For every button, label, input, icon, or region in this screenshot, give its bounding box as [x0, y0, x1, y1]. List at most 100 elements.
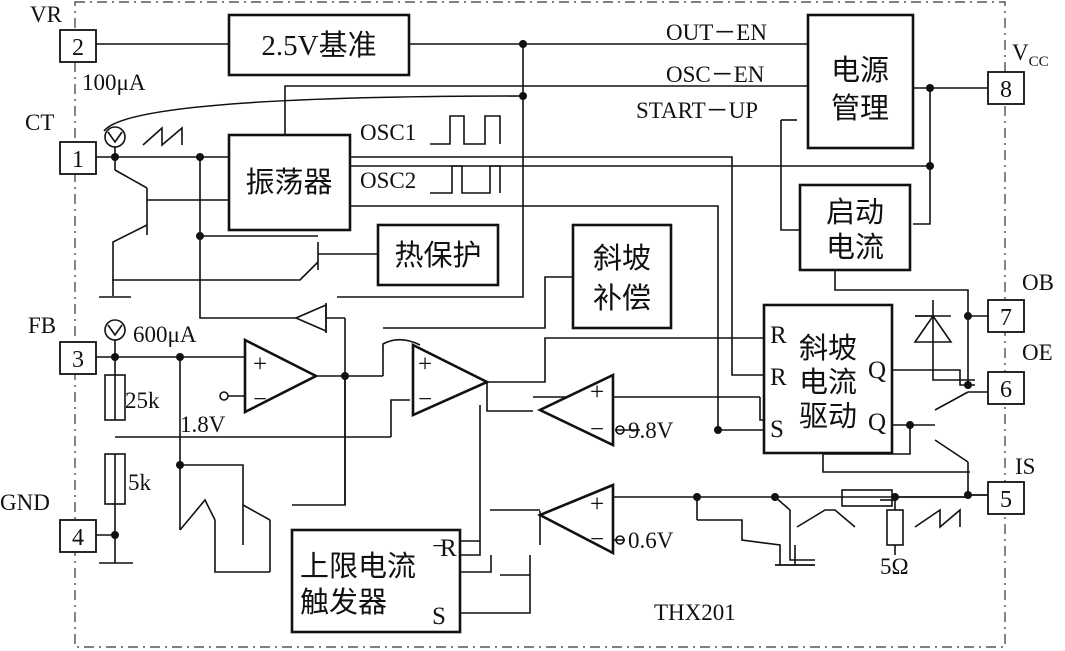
block-2-5v-reference-label: 2.5V基准: [261, 29, 376, 62]
label-600ua: 600μA: [133, 322, 197, 347]
pin-6-name: OE: [1022, 340, 1053, 365]
pin-7: 7: [987, 299, 1025, 333]
junctions: [111, 40, 972, 539]
block-power-management-line2: 管理: [831, 92, 889, 125]
block-slope-compensation-line2: 补偿: [593, 282, 651, 315]
comparator-1-8v: [243, 337, 319, 415]
label-0-6v: 0.6V: [628, 528, 674, 553]
label-1-8v: 1.8V: [180, 412, 226, 437]
pin-3-name: FB: [28, 313, 56, 338]
signal-osc2: OSC2: [360, 168, 416, 193]
pin-8: 8: [987, 71, 1025, 105]
pin-7-name: OB: [1022, 270, 1054, 295]
signal-osc-en: OSC－EN: [666, 62, 765, 87]
driver-port-q2: Q: [868, 409, 886, 436]
pin-8-name: VCC: [1012, 40, 1049, 70]
block-2-5v-reference: [227, 13, 411, 77]
pin-4: 4: [59, 519, 97, 553]
label-25k: 25k: [125, 388, 160, 413]
block-overcurrent-flipflop: [290, 528, 462, 634]
block-power-management-line1: 电源: [831, 54, 889, 87]
signal-osc1: OSC1: [360, 120, 416, 145]
cmp2-minus: −: [418, 386, 432, 413]
comparator-9-8v: [536, 372, 615, 448]
ref-1-8v-terminal: [219, 391, 229, 401]
signal-out-en: OUT－EN: [666, 20, 767, 45]
block-driver-line2: 电流: [799, 366, 857, 399]
block-slope-compensation: [571, 223, 673, 330]
block-oscillator: [227, 133, 352, 232]
label-100ua: 100μA: [82, 70, 146, 95]
cmp4-minus: −: [590, 526, 604, 553]
resistor-5k: [104, 453, 126, 505]
cmp3-plus: +: [590, 379, 604, 406]
ocp-port-r: R: [440, 535, 457, 562]
pin-8-name-main: V: [1012, 40, 1029, 65]
comparator-0-6v: [536, 483, 615, 556]
pin-1-name: CT: [25, 110, 54, 135]
ct-ramp-waveform: [142, 126, 183, 147]
resistor-5ohm: [886, 509, 904, 546]
cmp3-minus: −: [590, 416, 604, 443]
ref-9-8v-terminal: [615, 425, 625, 435]
pin-5-name: IS: [1015, 454, 1035, 479]
pin-4-name: GND: [0, 490, 50, 515]
cmp1-plus: +: [253, 351, 267, 378]
pin-6: 6: [987, 371, 1025, 405]
svg-text:2: 2: [72, 35, 84, 61]
block-slope-current-driver: [762, 303, 894, 455]
cmp4-plus: +: [590, 491, 604, 518]
block-slope-compensation-line1: 斜坡: [593, 242, 651, 275]
pin-1: 1: [59, 141, 97, 175]
block-ocp-line1: 上限电流: [300, 550, 416, 583]
label-5k: 5k: [128, 470, 152, 495]
driver-port-r1: R: [770, 322, 787, 349]
driver-port-s: S: [770, 416, 784, 443]
ref-0-6v-terminal: [615, 535, 625, 545]
block-driver-line3: 驱动: [799, 401, 857, 433]
current-source-600ua: [104, 319, 126, 341]
pin-3: 3: [59, 341, 97, 375]
block-thermal-protection-label: 热保护: [394, 239, 481, 272]
block-thermal-protection: [376, 223, 500, 287]
current-source-100ua: [104, 126, 126, 148]
cmp2-plus: +: [418, 351, 432, 378]
current-ramp-1: [796, 509, 856, 528]
resistor-25k: [104, 374, 126, 421]
svg-text:3: 3: [72, 347, 84, 373]
ob-diode: [913, 314, 953, 343]
comparator-pwm: [411, 342, 491, 418]
block-ocp-line2: 触发器: [300, 586, 387, 619]
resistor-series: [841, 489, 893, 507]
svg-text:8: 8: [1000, 77, 1012, 103]
ocp-port-r-overline: −: [432, 533, 446, 560]
label-9-8v: 9.8V: [628, 418, 674, 443]
svg-text:4: 4: [72, 525, 84, 551]
pin-5: 5: [987, 481, 1025, 515]
svg-text:1: 1: [72, 147, 84, 173]
pin-8-name-sub: CC: [1029, 54, 1049, 70]
block-startup-current-line2: 电流: [826, 231, 884, 264]
svg-text:6: 6: [1000, 377, 1012, 403]
driver-port-r2: R: [770, 364, 787, 391]
block-startup-current: [798, 183, 912, 272]
pin-2: 2: [59, 29, 97, 63]
svg-text:7: 7: [1000, 305, 1012, 331]
driver-port-q1: Q: [868, 357, 886, 384]
ocp-port-s: S: [432, 603, 446, 630]
block-driver-line1: 斜坡: [799, 332, 857, 365]
block-startup-current-line1: 启动: [826, 196, 884, 229]
osc2-pulse-waveform: [430, 165, 501, 194]
pin-2-name: VR: [30, 2, 63, 27]
cmp1-minus: −: [253, 386, 267, 413]
svg-text:5: 5: [1000, 487, 1012, 513]
signal-start-up: START－UP: [636, 98, 758, 123]
ground-symbol: [775, 545, 815, 566]
chip-name: THX201: [654, 600, 736, 625]
osc1-pulse-waveform: [430, 115, 501, 145]
current-ramp-2: [914, 508, 961, 529]
chip-outline: [74, 1, 1006, 648]
block-oscillator-label: 振荡器: [245, 166, 332, 199]
label-5-ohm: 5Ω: [880, 554, 909, 579]
